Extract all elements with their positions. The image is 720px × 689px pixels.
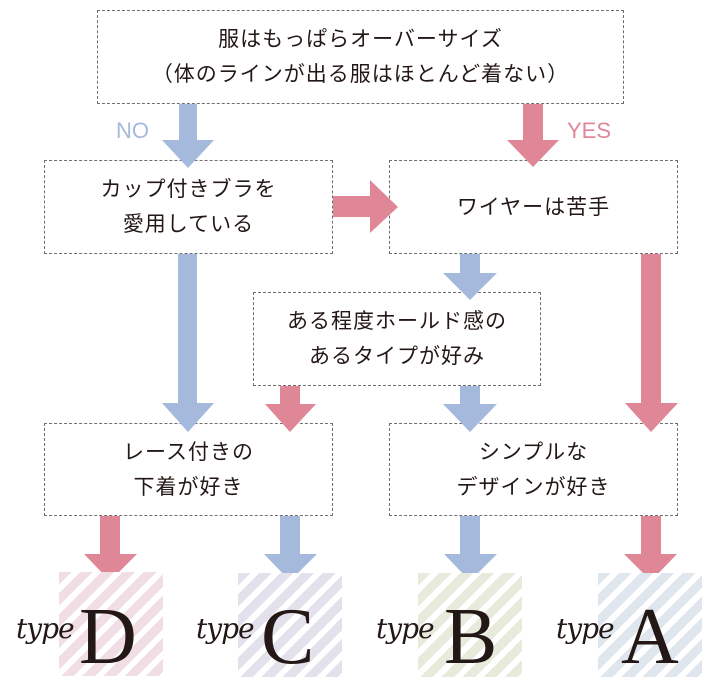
question-text-line2: 愛用している	[122, 212, 255, 236]
type-word: type	[196, 612, 255, 645]
yes-label: YES	[567, 118, 612, 143]
striped-background	[238, 573, 342, 677]
type-word: type	[376, 612, 435, 645]
down-arrow-pink	[265, 386, 316, 432]
question-simple-design: シンプルな デザインが好き	[389, 423, 678, 516]
question-text-line1: レース付きの	[123, 439, 254, 464]
result-type-c	[238, 573, 342, 677]
question-text-line1: カップ付きブラを	[100, 177, 277, 201]
question-text-line2: デザインが好き	[456, 474, 611, 499]
down-arrow-pink	[624, 516, 677, 581]
striped-background	[59, 572, 163, 676]
type-letter-d: D	[79, 593, 137, 681]
question-text-line1: ある程度ホールド感の	[287, 309, 507, 333]
striped-background	[598, 573, 702, 677]
no-label: NO	[116, 118, 149, 143]
type-word: type	[556, 612, 615, 645]
right-arrow	[333, 180, 398, 233]
down-arrow-long-pink	[625, 254, 678, 432]
type-letter-a: A	[621, 593, 679, 681]
question-text-line1: シンプルな	[478, 439, 589, 464]
question-text-line1: 服はもっぱらオーバーサイズ	[218, 27, 503, 51]
result-type-b	[418, 573, 522, 677]
type-letter-c: C	[261, 593, 315, 681]
question-hold-feel: ある程度ホールド感の あるタイプが好み	[253, 292, 541, 386]
question-text-line2: あるタイプが好み	[309, 344, 485, 368]
striped-background	[418, 573, 522, 677]
down-arrow-pink	[84, 516, 137, 581]
question-oversize-clothes: 服はもっぱらオーバーサイズ （体のラインが出る服はほとんど着ない）	[97, 10, 624, 104]
type-word: type	[16, 612, 75, 645]
result-type-d	[59, 572, 163, 676]
down-arrow-blue	[443, 254, 497, 300]
question-text-line1: ワイヤーは苦手	[456, 194, 611, 219]
question-dislike-wire: ワイヤーは苦手	[389, 160, 678, 254]
down-arrow-long-blue	[162, 254, 214, 432]
down-arrow-blue	[444, 516, 497, 581]
down-arrow-blue	[443, 386, 497, 432]
result-type-a	[598, 573, 702, 677]
question-text-line2: （体のラインが出る服はほとんど着ない）	[151, 62, 570, 86]
down-arrow-blue	[264, 516, 317, 581]
down-arrow-yes	[507, 104, 559, 167]
down-arrow-no	[162, 104, 214, 168]
question-text-line2: 下着が好き	[133, 474, 244, 499]
question-lace-underwear: レース付きの 下着が好き	[44, 423, 333, 516]
type-letter-b: B	[444, 593, 498, 681]
